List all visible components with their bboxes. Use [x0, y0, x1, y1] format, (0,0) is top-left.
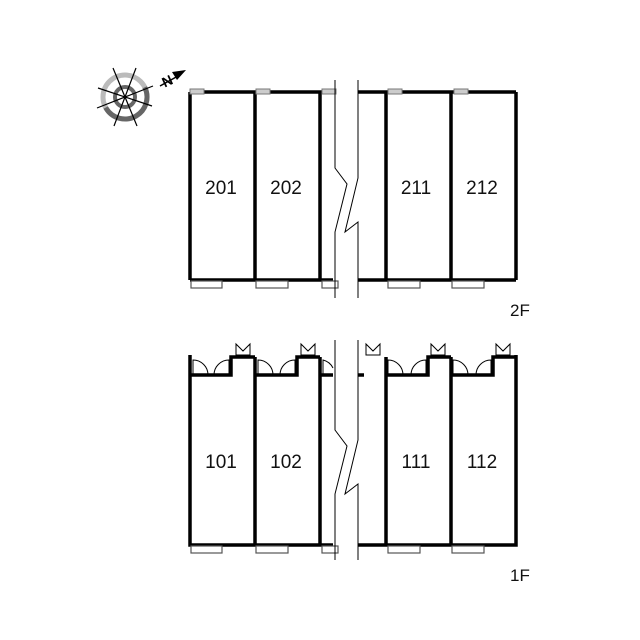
unit-111-label: 111: [402, 452, 431, 473]
unit-212-label: 212: [466, 178, 498, 199]
unit-202-label: 202: [270, 178, 302, 199]
unit-101-label: 101: [205, 452, 237, 473]
unit-201-label: 201: [205, 178, 237, 199]
compass-rose-icon: [96, 67, 186, 127]
unit-102-label: 102: [270, 452, 302, 473]
compass-north-label: N: [159, 72, 175, 91]
floor-1f-plan: [188, 340, 518, 560]
floor-1f-label: 1F: [510, 566, 530, 585]
floor-2f-plan: [188, 80, 518, 298]
unit-112-label: 112: [467, 452, 497, 473]
unit-211-label: 211: [401, 178, 431, 199]
floor-2f-label: 2F: [510, 301, 530, 320]
